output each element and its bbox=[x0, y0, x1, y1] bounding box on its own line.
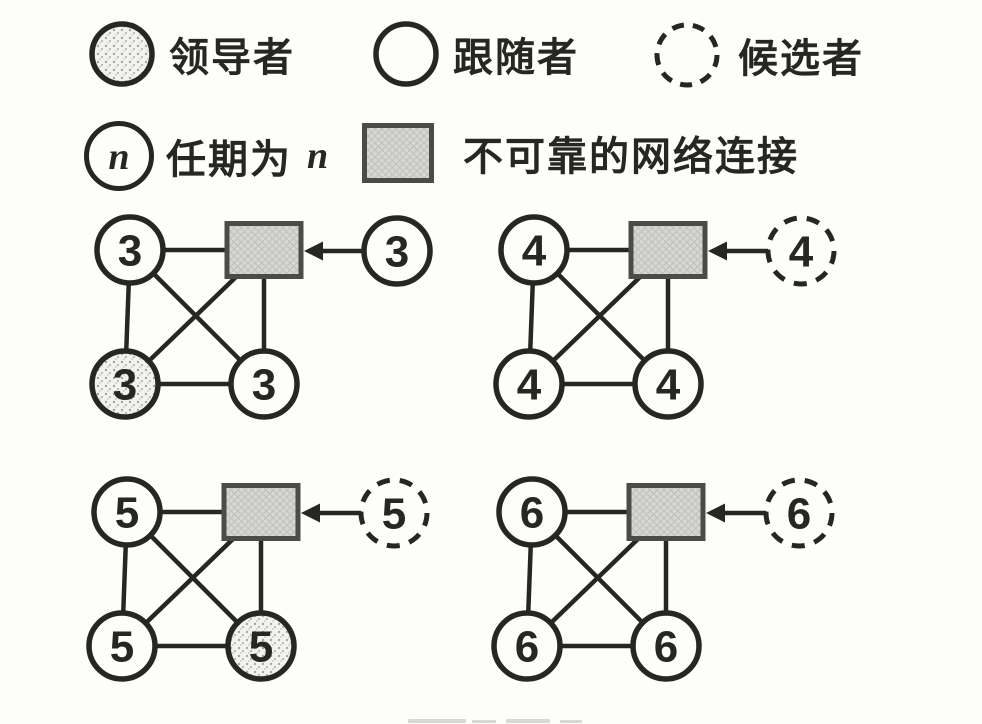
legend-label-unreliable-link: 不可靠的网络连接 bbox=[463, 135, 799, 179]
node-term-value: 5 bbox=[382, 490, 406, 539]
term-variable: n bbox=[307, 134, 329, 177]
node-bottom-right-follower: 3 bbox=[228, 348, 300, 420]
node-term-value: 4 bbox=[656, 361, 681, 410]
node-bottom-left-follower: 6 bbox=[491, 610, 563, 682]
arrowhead-icon bbox=[304, 241, 323, 261]
legend-item-follower: 跟随者 bbox=[372, 20, 579, 88]
node-bottom-right-leader: 5 bbox=[225, 610, 297, 682]
node-bottom-left-leader: 3 bbox=[89, 348, 161, 420]
unreliable-link-square bbox=[626, 483, 706, 541]
node-external-candidate: 6 bbox=[763, 477, 835, 549]
node-external-follower: 3 bbox=[361, 215, 433, 287]
arrowhead-icon bbox=[708, 241, 727, 261]
candidate-circle-icon bbox=[654, 22, 720, 88]
node-term-value: 5 bbox=[110, 623, 134, 672]
node-top-left-follower: 6 bbox=[496, 476, 568, 548]
node-bottom-left-follower: 4 bbox=[493, 348, 565, 420]
arrowhead-icon bbox=[301, 503, 320, 523]
node-bottom-right-follower: 6 bbox=[630, 610, 702, 682]
unreliable-link-square bbox=[221, 483, 301, 541]
legend-label-follower: 跟随者 bbox=[453, 36, 579, 80]
legend-item-unreliable-link: 不可靠的网络连接 bbox=[361, 122, 799, 184]
node-term-value: 3 bbox=[385, 228, 409, 277]
node-top-left-follower: 5 bbox=[91, 476, 163, 548]
node-external-candidate: 4 bbox=[765, 215, 837, 287]
unreliable-link-square bbox=[224, 221, 304, 279]
node-term-value: 5 bbox=[115, 489, 139, 538]
node-term-value: 4 bbox=[522, 227, 547, 276]
unreliable-link-icon bbox=[362, 123, 434, 183]
legend-item-leader: 领导者 bbox=[88, 20, 295, 88]
node-bottom-right-follower: 4 bbox=[632, 348, 704, 420]
node-term-value: 3 bbox=[252, 361, 276, 410]
node-term-value: 5 bbox=[249, 623, 273, 672]
term-symbol: n bbox=[108, 136, 129, 178]
legend-label-term: 任期为 bbox=[166, 137, 292, 182]
follower-circle-icon bbox=[373, 21, 439, 87]
network-diagram-term-3: 3 3 3 3 bbox=[89, 214, 433, 420]
node-term-value: 4 bbox=[789, 228, 814, 277]
node-term-value: 6 bbox=[787, 490, 811, 539]
legend-item-candidate: 候选者 bbox=[652, 20, 864, 90]
node-term-value: 6 bbox=[654, 623, 678, 672]
node-top-left-follower: 4 bbox=[498, 214, 570, 286]
node-external-candidate: 5 bbox=[358, 477, 430, 549]
node-term-value: 3 bbox=[118, 227, 142, 276]
unreliable-link-square bbox=[628, 221, 708, 279]
node-top-left-follower: 3 bbox=[94, 214, 166, 286]
legend-item-term: n 任期为 n bbox=[82, 118, 328, 193]
network-diagram-term-6: 6 6 6 6 bbox=[491, 476, 835, 682]
network-diagram-term-5: 5 5 5 5 bbox=[86, 476, 430, 682]
node-term-value: 4 bbox=[517, 361, 542, 410]
term-circle-icon: n bbox=[84, 121, 154, 191]
legend-label-candidate: 候选者 bbox=[738, 37, 864, 81]
legend-label-leader: 领导者 bbox=[169, 36, 295, 80]
node-term-value: 6 bbox=[520, 489, 544, 538]
network-diagram-term-4: 4 4 4 4 bbox=[493, 214, 837, 420]
leader-circle-icon bbox=[89, 21, 155, 87]
node-term-value: 3 bbox=[113, 361, 137, 410]
node-bottom-left-follower: 5 bbox=[86, 610, 158, 682]
node-term-value: 6 bbox=[515, 623, 539, 672]
arrowhead-icon bbox=[706, 503, 725, 523]
